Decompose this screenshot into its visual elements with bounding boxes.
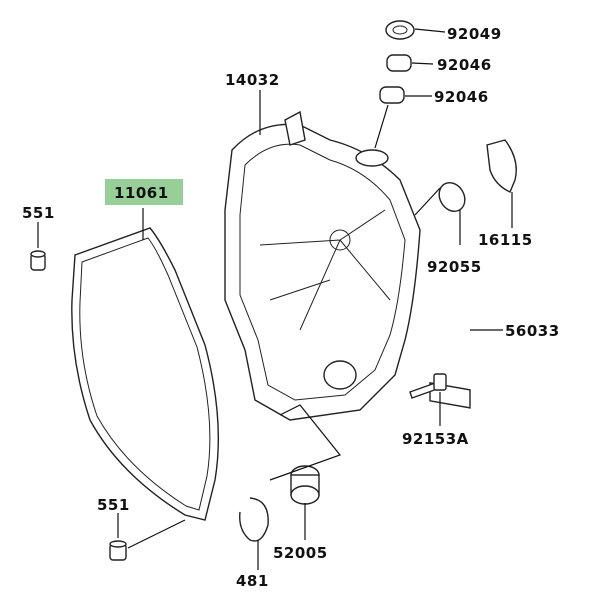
cap-16115[interactable] <box>486 139 517 193</box>
gasket-11061[interactable] <box>71 227 220 521</box>
oil-seal-92049[interactable] <box>385 20 415 40</box>
part-label-16115[interactable]: 16115 <box>478 231 533 249</box>
part-label-551-bottom[interactable]: 551 <box>97 496 130 514</box>
part-label-92055[interactable]: 92055 <box>427 258 482 276</box>
dowel-pin-551-top[interactable] <box>30 250 46 271</box>
circlip-481[interactable] <box>239 497 269 542</box>
leader-lines <box>37 28 513 570</box>
part-label-52005[interactable]: 52005 <box>273 544 328 562</box>
needle-bearing-92046-upper[interactable] <box>386 54 412 72</box>
bolt-92153A[interactable] <box>409 373 447 399</box>
part-label-92046-lower[interactable]: 92046 <box>434 88 489 106</box>
clutch-cover-14032[interactable] <box>224 110 421 421</box>
needle-bearing-92046-lower[interactable] <box>379 86 405 104</box>
part-label-11061[interactable]: 11061 <box>114 184 169 202</box>
part-label-92153A[interactable]: 92153A <box>402 430 469 448</box>
part-label-56033[interactable]: 56033 <box>505 322 560 340</box>
part-label-481[interactable]: 481 <box>236 572 269 590</box>
dowel-pin-551-bottom[interactable] <box>109 540 127 561</box>
part-label-92046-upper[interactable]: 92046 <box>437 56 492 74</box>
part-label-551-top[interactable]: 551 <box>22 204 55 222</box>
part-label-14032[interactable]: 14032 <box>225 71 280 89</box>
part-label-92049[interactable]: 92049 <box>447 25 502 43</box>
highlight-11061 <box>105 179 183 205</box>
o-ring-92055[interactable] <box>434 178 470 216</box>
gear-52005[interactable] <box>290 465 320 505</box>
